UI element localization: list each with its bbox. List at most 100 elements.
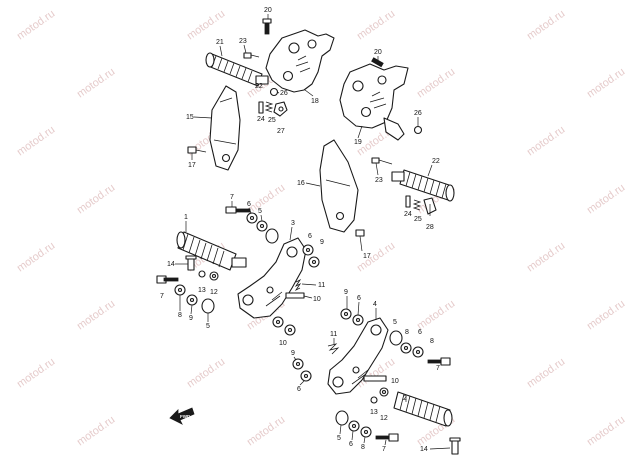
watermark-text: motod.ru	[75, 298, 117, 333]
callout-20: 20	[264, 7, 272, 14]
callout-7: 7	[230, 194, 234, 201]
watermark-text: motod.ru	[15, 124, 57, 159]
callout-28: 28	[426, 224, 434, 231]
watermark-text: motod.ru	[15, 356, 57, 391]
callout-6: 6	[349, 441, 353, 448]
callout-9: 9	[320, 239, 324, 246]
callout-3: 3	[291, 220, 295, 227]
washer-26-right	[413, 125, 423, 135]
watermark-text: motod.ru	[585, 182, 625, 217]
washer-13-upper	[198, 270, 206, 278]
bolt-14-bottom	[449, 437, 461, 455]
callout-8: 8	[430, 338, 434, 345]
callout-26: 26	[414, 110, 422, 117]
callout-2: 2	[403, 395, 407, 402]
callout-14: 14	[420, 446, 428, 453]
pin-10-lower	[363, 375, 387, 382]
callout-18: 18	[311, 98, 319, 105]
callout-10: 10	[313, 296, 321, 303]
watermark-text: motod.ru	[525, 240, 567, 275]
callout-22: 22	[255, 83, 263, 90]
callout-23: 23	[239, 38, 247, 45]
watermark-text: motod.ru	[355, 8, 397, 43]
callout-6: 6	[247, 201, 251, 208]
callout-25: 25	[268, 117, 276, 124]
callout-10: 10	[391, 378, 399, 385]
watermark-text: motod.ru	[185, 356, 227, 391]
callout-9: 9	[344, 289, 348, 296]
watermark-text: motod.ru	[15, 8, 57, 43]
callout-11: 11	[318, 282, 325, 289]
watermark-text: motod.ru	[525, 8, 567, 43]
washers-5-8-6-right	[389, 330, 424, 358]
callout-8: 8	[361, 444, 365, 451]
callout-9: 9	[189, 315, 193, 322]
callout-4: 4	[373, 301, 377, 308]
callout-7: 7	[382, 446, 386, 453]
callout-17: 17	[363, 253, 371, 260]
callout-10: 10	[279, 340, 287, 347]
callout-13: 13	[198, 287, 206, 294]
callout-6: 6	[308, 233, 312, 240]
spring-11-upper	[294, 278, 302, 292]
watermark-text: motod.ru	[525, 124, 567, 159]
callout-1: 1	[184, 214, 188, 221]
watermark-layer: motod.ru motod.ru motod.ru motod.ru motod.ru…	[15, 8, 625, 449]
callout-15: 15	[186, 114, 194, 121]
forward-arrow-icon: FWD	[169, 407, 195, 425]
washer-13-lower	[370, 396, 378, 404]
footrest-bracket-front-right	[327, 317, 389, 395]
watermark-text: motod.ru	[75, 182, 117, 217]
callout-layer: 20 23 21 22 26 18 24 25 27 20 26 19 15 1…	[160, 7, 451, 453]
watermark-text: motod.ru	[75, 66, 117, 101]
pin-24-right	[405, 195, 411, 208]
nut-12-upper	[209, 271, 219, 281]
watermark-text: motod.ru	[585, 66, 625, 101]
pin-24-upper	[258, 101, 264, 114]
watermark-text: motod.ru	[585, 414, 625, 449]
bolt-20-right	[371, 57, 384, 68]
watermark-text: motod.ru	[185, 8, 227, 43]
callout-16: 16	[297, 180, 305, 187]
watermark-text: motod.ru	[15, 240, 57, 275]
bolt-20-upper	[262, 18, 272, 35]
washers-mid-center	[272, 316, 296, 336]
callout-9: 9	[291, 350, 295, 357]
footpeg-front-left	[176, 231, 247, 271]
callout-24: 24	[257, 116, 265, 123]
watermark-text: motod.ru	[245, 414, 287, 449]
washers-6-9-right	[302, 244, 320, 268]
bolt-7-bottom	[375, 433, 399, 442]
washers-5-6-8-bottom	[335, 410, 372, 438]
callout-20: 20	[374, 49, 382, 56]
callout-8: 8	[405, 329, 409, 336]
callout-24: 24	[404, 211, 412, 218]
callout-7: 7	[436, 365, 440, 372]
bolt-7-lower-left	[156, 275, 179, 284]
callout-17: 17	[188, 162, 196, 169]
heel-guard-right	[319, 139, 359, 233]
footpeg-rear-left	[205, 52, 269, 87]
callout-21: 21	[216, 39, 224, 46]
callout-6: 6	[418, 329, 422, 336]
footrest-bracket-front-left	[237, 237, 307, 319]
washers-9-6-lower-left	[292, 358, 312, 382]
nut-27	[273, 101, 288, 117]
bolt-7-right	[427, 357, 451, 366]
callout-6: 6	[297, 386, 301, 393]
callout-11: 11	[330, 331, 337, 338]
watermark-text: motod.ru	[415, 66, 457, 101]
washers-8-9-5-lower-left	[174, 284, 215, 314]
callout-19: 19	[354, 139, 362, 146]
heel-guard-left	[209, 85, 241, 171]
washers-9-6-upper-right	[340, 308, 364, 326]
watermark-text: motod.ru	[75, 414, 117, 449]
spring-25-upper	[264, 101, 274, 113]
callout-8: 8	[178, 312, 182, 319]
bolt-23-right	[371, 157, 393, 165]
callout-14: 14	[167, 261, 175, 268]
nut-12-lower	[379, 387, 389, 397]
callout-5: 5	[393, 319, 397, 326]
spring-25-right	[412, 199, 422, 211]
